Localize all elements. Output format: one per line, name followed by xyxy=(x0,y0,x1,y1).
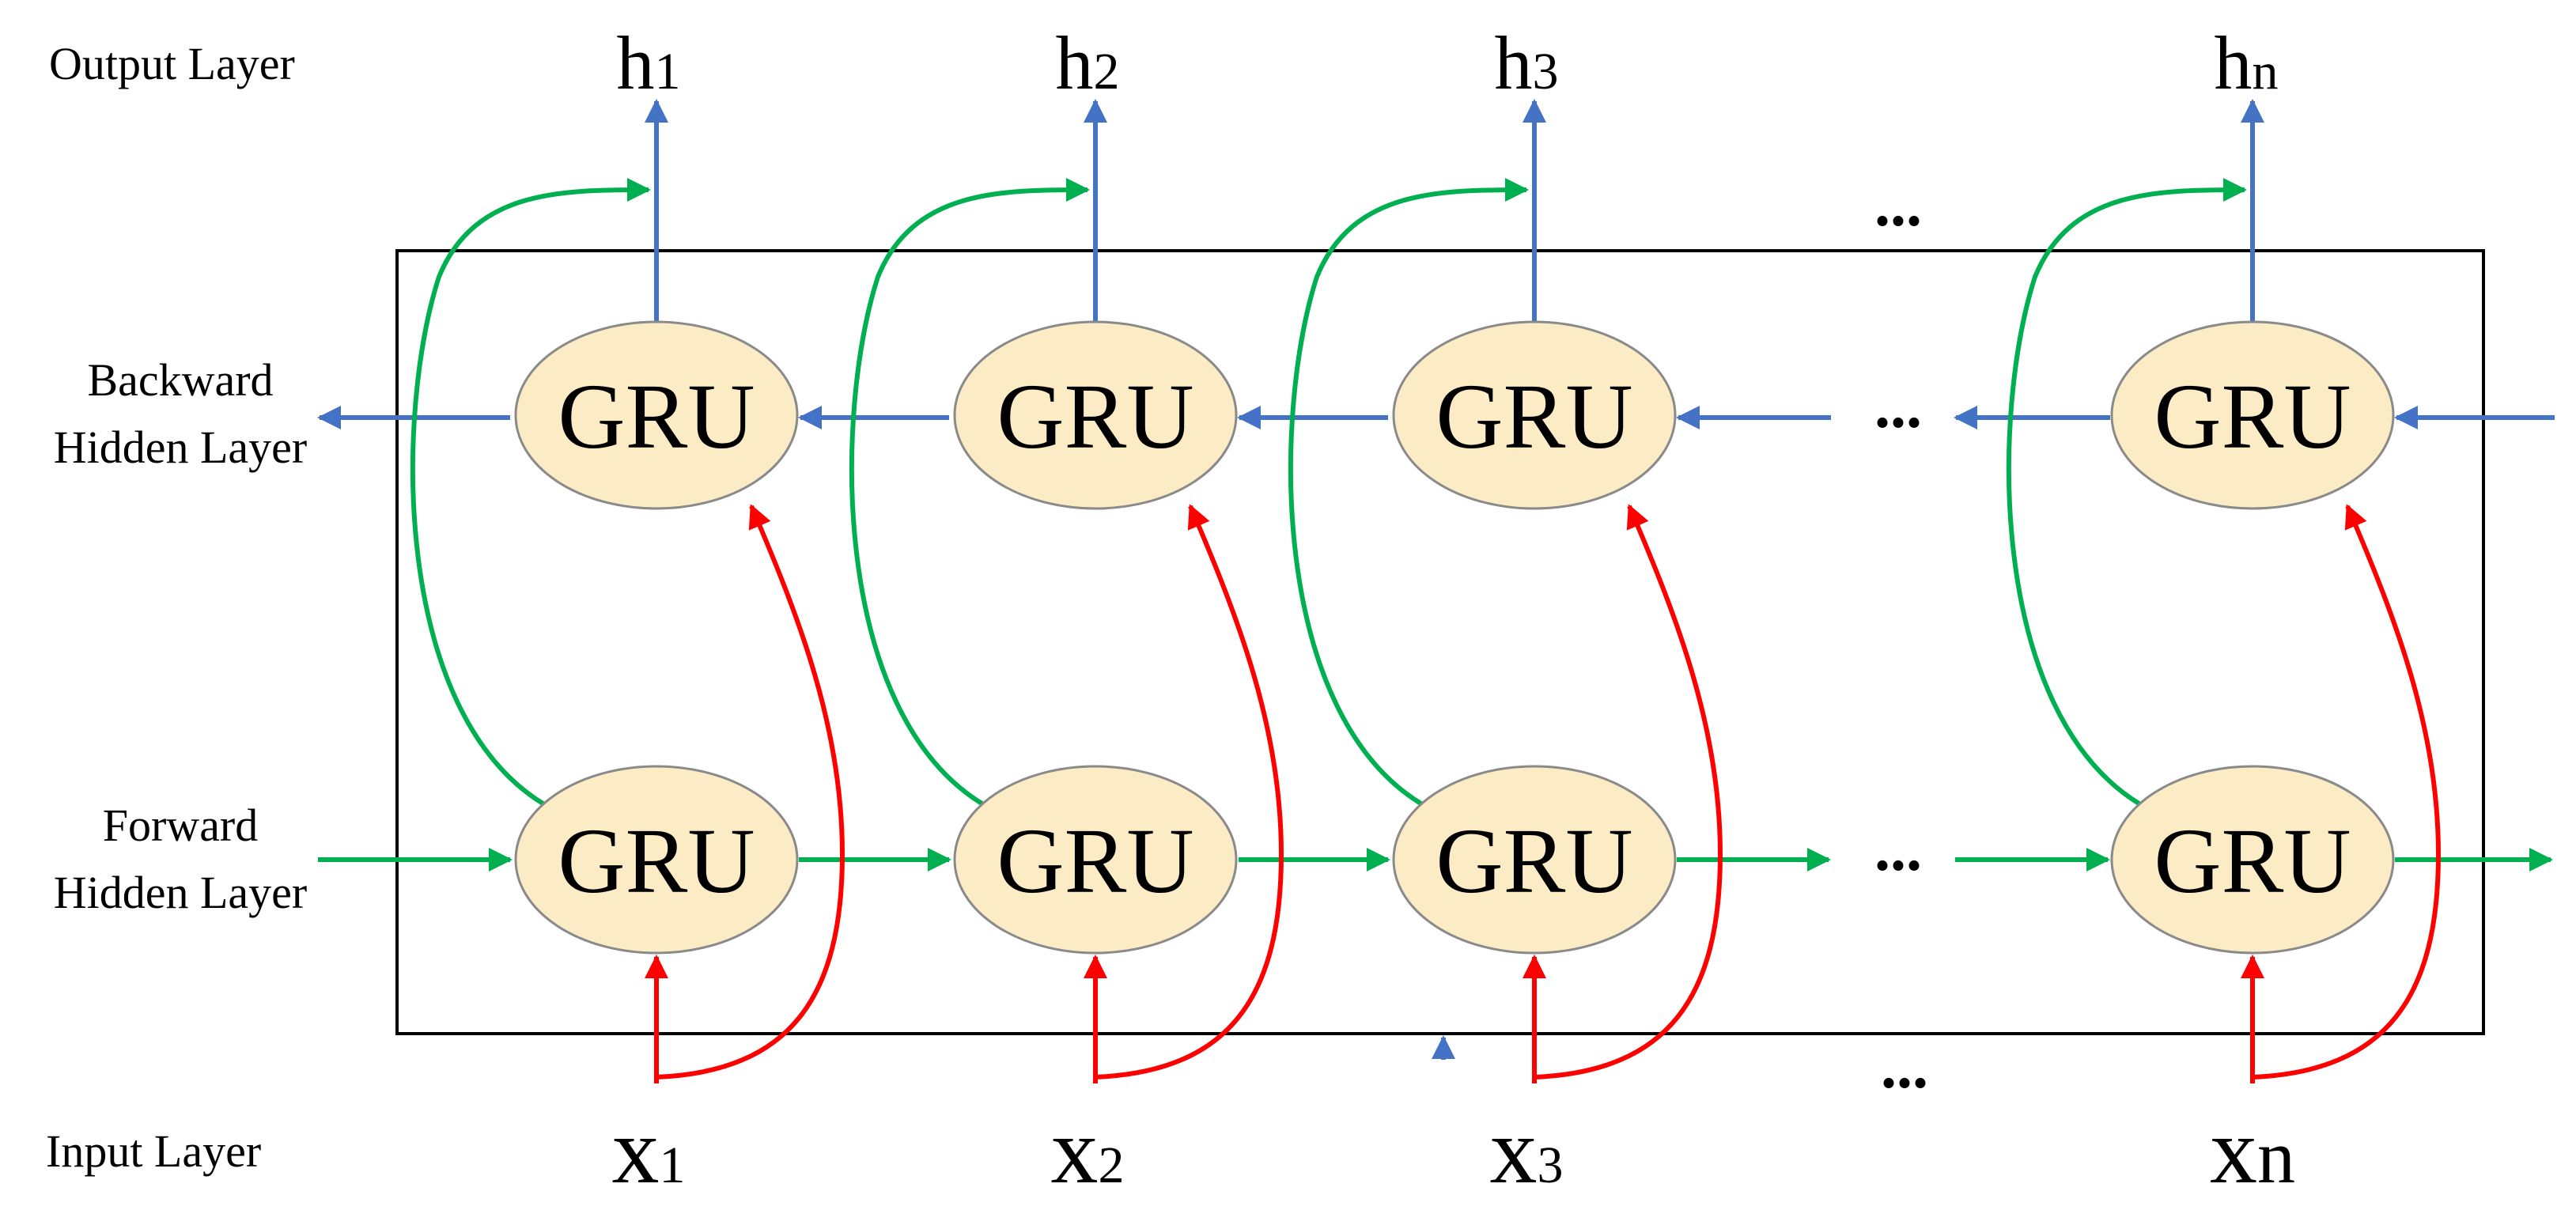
output-connections xyxy=(645,99,2264,1060)
backward-gru-cell-3: GRU xyxy=(1392,320,1677,510)
input-label-1: x1 xyxy=(612,1098,686,1203)
ellipsis-backward: ... xyxy=(1874,372,1922,441)
green-curve-2 xyxy=(849,178,1090,807)
input-connections xyxy=(645,504,2442,1083)
red-curve-n xyxy=(2252,504,2442,1080)
green-curve-3 xyxy=(1288,178,1529,807)
backward-gru-cell-n: GRU xyxy=(2110,320,2395,510)
input-layer-label: Input Layer xyxy=(46,1125,261,1177)
gru-label: GRU xyxy=(2154,809,2351,913)
output-label-2: h2 xyxy=(1056,21,1120,105)
green-curve-1 xyxy=(410,178,651,807)
gru-label: GRU xyxy=(997,809,1193,913)
output-label-3: h3 xyxy=(1495,21,1559,105)
forward-gru-cell-1: GRU xyxy=(514,765,799,955)
backward-layer-label-line1: Backward xyxy=(87,354,273,406)
forward-layer-label-line2: Hidden Layer xyxy=(54,867,307,918)
red-curve-3 xyxy=(1534,504,1723,1080)
forward-to-output-curves xyxy=(410,178,2247,807)
forward-gru-cell-2: GRU xyxy=(953,765,1238,955)
gru-label: GRU xyxy=(1436,365,1632,468)
backward-layer-label-line2: Hidden Layer xyxy=(54,422,307,473)
hidden-layers-frame xyxy=(395,249,2485,1035)
red-curve-2 xyxy=(1095,504,1284,1080)
input-label-3: x3 xyxy=(1490,1098,1564,1203)
output-label-n: hn xyxy=(2215,21,2279,105)
forward-gru-cell-3: GRU xyxy=(1392,765,1677,955)
forward-gru-cell-n: GRU xyxy=(2110,765,2395,955)
red-curve-1 xyxy=(656,504,845,1080)
backward-gru-cell-1: GRU xyxy=(514,320,799,510)
gru-label: GRU xyxy=(1436,809,1632,913)
output-layer-label: Output Layer xyxy=(49,38,295,89)
input-label-2: x2 xyxy=(1051,1098,1125,1203)
gru-label: GRU xyxy=(558,365,755,468)
ellipsis-input: ... xyxy=(1881,1032,1928,1102)
ellipsis-top: ... xyxy=(1874,170,1922,240)
gru-label: GRU xyxy=(558,809,755,913)
ellipsis-forward: ... xyxy=(1874,815,1922,884)
output-label-1: h1 xyxy=(617,21,681,105)
gru-label: GRU xyxy=(2154,365,2351,468)
gru-label: GRU xyxy=(997,365,1193,468)
backward-gru-cell-2: GRU xyxy=(953,320,1238,510)
green-curve-n xyxy=(2007,178,2247,807)
input-label-n: xn xyxy=(2210,1098,2295,1203)
forward-layer-label-line1: Forward xyxy=(103,800,259,851)
